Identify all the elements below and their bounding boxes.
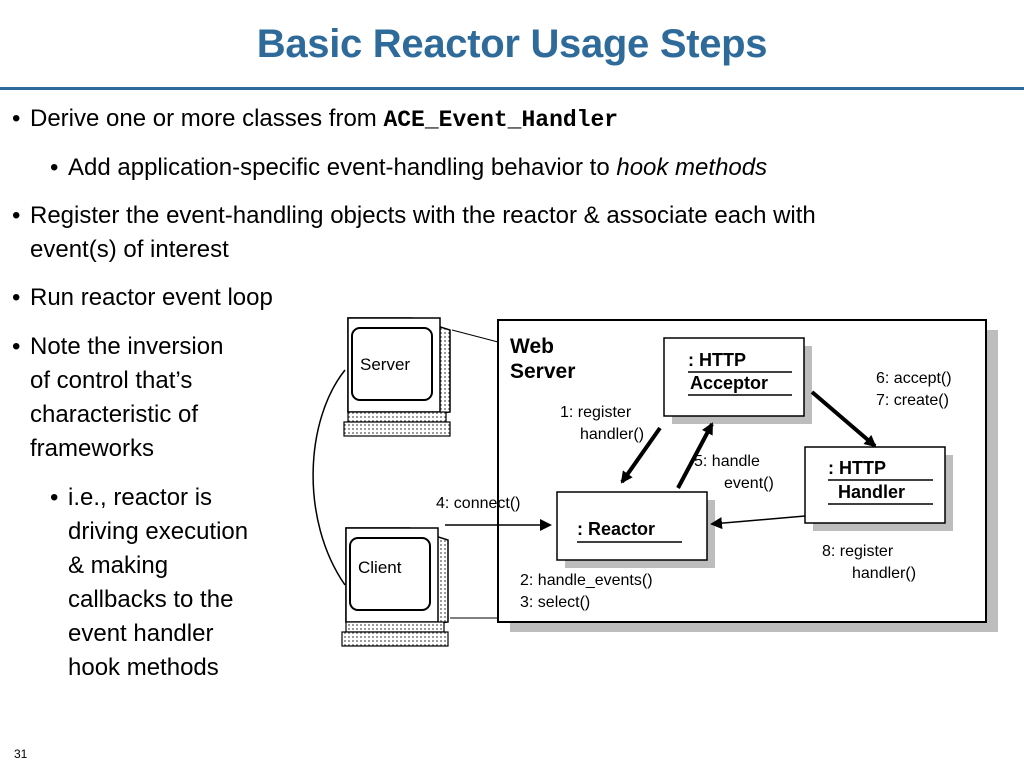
bullet-line: event(s) of interest [30, 236, 229, 263]
step8-label-line1: 8: register [822, 543, 894, 560]
bullet-glyph: • [12, 105, 21, 132]
server-label: Server [360, 355, 410, 374]
server-client-link [312, 369, 346, 586]
handler-label-line2: Handler [838, 482, 905, 502]
bullet-reactor-driving: • i.e., reactor is driving execution & m… [50, 481, 249, 685]
reactor-label: : Reactor [577, 519, 655, 539]
acceptor-label-line1: : HTTP [688, 350, 746, 370]
bullet-line: Register the event-handling objects with… [30, 202, 816, 229]
bullet-text: Derive one or more classes from [30, 105, 384, 132]
bullet-line: callbacks to the [68, 586, 234, 613]
http-handler-box [804, 446, 946, 524]
step1-label-line2: handler() [580, 426, 644, 443]
step5-label-line1: 5: handle [694, 453, 760, 470]
step7-label: 7: create() [876, 392, 949, 409]
acceptor-label-line2: Acceptor [690, 373, 768, 393]
bullet-line: & making [68, 552, 169, 579]
arrow-register-handler [620, 426, 662, 484]
step5-label-line2: event() [724, 475, 774, 492]
bullet-line: of control that’s [30, 367, 193, 394]
bullet-inversion-of-control: • Note the inversion of control that’s c… [12, 330, 224, 466]
code-ace-event-handler: ACE_Event_Handler [383, 107, 619, 133]
bullet-add-behavior: • Add application-specific event-handlin… [50, 151, 768, 185]
reactor-box [556, 491, 708, 561]
step6-label: 6: accept() [876, 370, 952, 387]
bullet-line: characteristic of [30, 401, 199, 428]
step8-label-line2: handler() [852, 565, 916, 582]
bullet-line: frameworks [30, 435, 155, 462]
bullet-line: i.e., reactor is [68, 484, 213, 511]
server-computer-icon: Server [343, 317, 451, 437]
bullet-line: hook methods [68, 654, 219, 681]
step1-label-line1: 1: register [560, 404, 632, 421]
step2-label: 2: handle_events() [520, 572, 653, 589]
bullet-derive-classes: • Derive one or more classes from ACE_Ev… [12, 102, 619, 137]
handler-label-line1: : HTTP [828, 458, 886, 478]
slide-number: 31 [14, 747, 28, 761]
bullet-register-objects: • Register the event-handling objects wi… [12, 199, 816, 267]
bullet-text: Run reactor event loop [30, 284, 273, 311]
arrow-handle-event [676, 422, 714, 489]
web-server-label-line2: Server [510, 360, 575, 383]
bullet-glyph: • [50, 154, 59, 181]
http-acceptor-box [663, 337, 805, 417]
bullet-glyph: • [12, 284, 21, 311]
slide-title: Basic Reactor Usage Steps [256, 22, 768, 66]
bullet-line: event handler [68, 620, 214, 647]
step3-label: 3: select() [520, 594, 590, 611]
server-to-box-line [451, 329, 499, 343]
arrow-accept-create [810, 390, 877, 448]
client-computer-icon: Client [341, 527, 449, 647]
bullet-text: Add application-specific event-handling … [68, 154, 617, 181]
client-label: Client [358, 558, 402, 577]
title-divider [0, 87, 1024, 90]
bullet-line: driving execution [68, 518, 249, 545]
bullet-glyph: • [12, 333, 21, 360]
arrow-register-handler-8 [710, 515, 806, 530]
bullet-glyph: • [50, 484, 59, 511]
web-server-label-line1: Web [510, 335, 554, 358]
step4-label: 4: connect() [436, 495, 520, 512]
bullet-glyph: • [12, 202, 21, 229]
bullet-run-loop: • Run reactor event loop [12, 281, 273, 315]
bullet-line: Note the inversion [30, 333, 224, 360]
italic-hook-methods: hook methods [616, 154, 768, 181]
